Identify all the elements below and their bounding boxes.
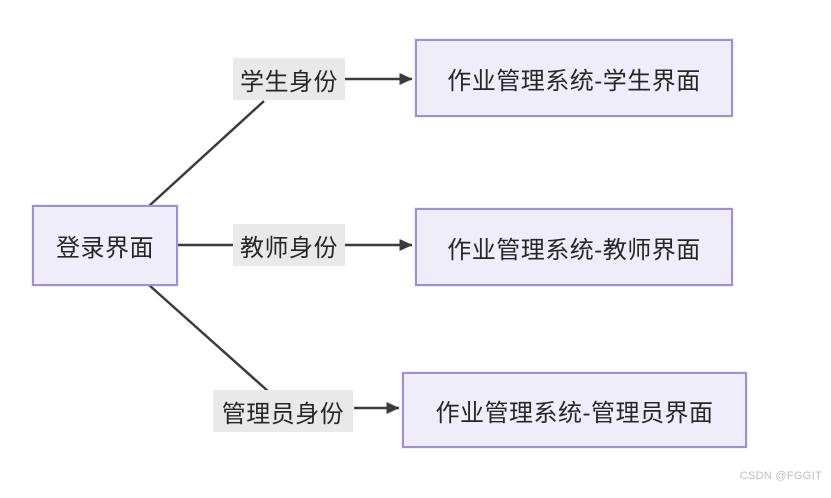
- edge-label-teacher-identity: 教师身份: [233, 224, 345, 266]
- node-login: 登录界面: [32, 205, 178, 286]
- node-login-label: 登录界面: [56, 235, 154, 262]
- edge-label-admin-text: 管理员身份: [221, 400, 345, 428]
- node-teacher-interface: 作业管理系统-教师界面: [415, 208, 733, 286]
- node-student-interface-label: 作业管理系统-学生界面: [447, 67, 701, 95]
- node-teacher-interface-label: 作业管理系统-教师界面: [447, 236, 701, 264]
- edge-label-admin-identity: 管理员身份: [213, 390, 353, 432]
- node-admin-interface: 作业管理系统-管理员界面: [402, 372, 747, 448]
- edge-label-student-identity: 学生身份: [233, 58, 345, 100]
- node-student-interface: 作业管理系统-学生界面: [415, 39, 733, 117]
- edge-root-admin: [148, 284, 270, 393]
- edge-label-teacher-text: 教师身份: [240, 234, 338, 262]
- node-admin-interface-label: 作业管理系统-管理员界面: [435, 399, 714, 427]
- edge-root-student: [148, 100, 265, 207]
- edge-label-student-text: 学生身份: [240, 68, 338, 96]
- csdn-watermark: CSDN @FGGIT: [739, 470, 822, 482]
